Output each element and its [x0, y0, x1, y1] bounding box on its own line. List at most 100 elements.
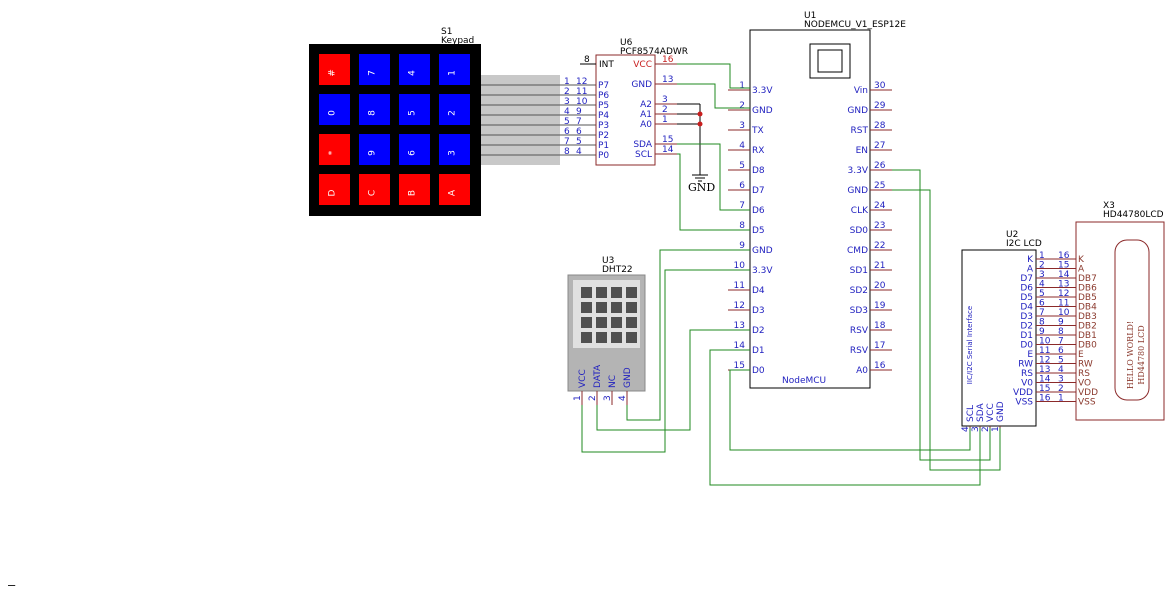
expander-name: PCF8574ADWR: [620, 47, 688, 57]
keypad-key: [439, 54, 470, 85]
lcd-pin-label: DB2: [1078, 322, 1097, 332]
keypad-pin-num: 5: [564, 117, 570, 127]
expander-pin-label: P2: [598, 131, 609, 141]
expander-int-num: 8: [584, 55, 590, 65]
nodemcu-pin-num: 19: [874, 301, 886, 311]
nodemcu-ref: U1: [804, 11, 816, 21]
lcd-pin-num: 10: [1058, 308, 1070, 318]
nodemcu-pin-label: D5: [752, 226, 765, 236]
keypad-key-label: 7: [368, 70, 378, 76]
keypad-key: [399, 54, 430, 85]
keypad-pin-num: 4: [564, 107, 570, 117]
lcd-pin-num: 6: [1058, 346, 1064, 356]
dht-pin-label: DATA: [593, 364, 603, 388]
keypad-key-label: C: [368, 190, 378, 196]
nodemcu-pin-num: 25: [874, 181, 885, 191]
i2c-pin-label: K: [1027, 255, 1034, 265]
dht-vent: [581, 302, 592, 313]
i2c-pin-label: V0: [1021, 379, 1033, 389]
dht-vent-grid: [581, 287, 637, 343]
keypad-key-label: #: [328, 69, 338, 77]
nodemcu-pin-num: 28: [874, 121, 886, 131]
junction-dot: [697, 111, 703, 117]
nodemcu-pin-label: D7: [752, 186, 765, 196]
i2c-pin-num: 2: [1039, 261, 1045, 271]
keypad-pin-num: 3: [564, 97, 570, 107]
dht-vent: [626, 302, 637, 313]
nodemcu-pin-label: D4: [752, 286, 765, 296]
nodemcu-pin-num: 3: [739, 121, 745, 131]
i2c-pin-num: 15: [1039, 384, 1050, 394]
expander-pin-num: 2: [662, 105, 668, 115]
keypad-ref: S1: [441, 27, 452, 37]
i2c-pin-label: A: [1027, 265, 1034, 275]
i2c-pin-label: D5: [1020, 293, 1033, 303]
wire-vcc: [677, 63, 750, 89]
lcd-pin-label: DB1: [1078, 331, 1097, 341]
i2c-pin-label: VSS: [1015, 398, 1033, 408]
keypad-key-label: B: [408, 190, 418, 196]
dht-pin-num: 4: [618, 395, 628, 401]
expander-pin-label: P6: [598, 91, 609, 101]
keypad-key-label: 4: [408, 70, 418, 76]
keypad-pin-num: 7: [564, 137, 570, 147]
i2c-pin-num: 1: [1039, 251, 1045, 261]
expander-pin-label: P1: [598, 141, 609, 151]
nodemcu-body: [749, 29, 871, 389]
dht-pin-num: 2: [588, 395, 598, 401]
nodemcu-pin-label: EN: [856, 146, 868, 156]
nodemcu-pin-num: 10: [734, 261, 746, 271]
expander-int-label: INT: [599, 60, 614, 70]
lcd-pin-label: DB7: [1078, 274, 1097, 284]
expander-pin-label: VCC: [633, 60, 652, 70]
expander-pin-label: P5: [598, 101, 609, 111]
i2c-bottom-pin-num: 1: [991, 426, 1001, 432]
keypad-key: [399, 134, 430, 165]
nodemcu-pin-num: 5: [739, 161, 745, 171]
i2c-pin-num: 8: [1039, 318, 1045, 328]
nodemcu-pin-label: SD2: [850, 286, 868, 296]
nodemcu-pin-num: 1: [739, 81, 745, 91]
i2c-pin-num: 7: [1039, 308, 1045, 318]
lcd-pin-label: RS: [1078, 369, 1090, 379]
nodemcu-pin-label: 3.3V: [848, 166, 869, 176]
expander-pin-label: A0: [640, 120, 652, 130]
cursor-mark: –: [8, 578, 16, 592]
lcd-pin-num: 7: [1058, 337, 1064, 347]
lcd-pin-label: DB3: [1078, 312, 1097, 322]
lcd-pin-num: 16: [1058, 251, 1070, 261]
keypad-pin-num: 6: [564, 127, 570, 137]
keypad-key: [319, 134, 350, 165]
dht-vent: [596, 317, 607, 328]
keypad-key-label: 0: [328, 110, 338, 116]
expander-pin-num: 6: [576, 127, 582, 137]
wire-i2c-gnd: [892, 189, 1001, 471]
expander-pin-num: 9: [576, 107, 582, 117]
expander-pin-num: 1: [662, 115, 668, 125]
i2c-pin-label: E: [1027, 350, 1033, 360]
lcd-pin-num: 9: [1058, 318, 1064, 328]
dht-pin-label: GND: [623, 367, 633, 388]
i2c-bottom-pin-label: VCC: [986, 403, 996, 422]
wire-dht-vcc: [581, 269, 750, 453]
nodemcu-pin-label: D6: [752, 206, 765, 216]
nodemcu-body-label: NodeMCU: [782, 376, 826, 386]
expander-pin-label: P7: [598, 81, 609, 91]
lcd-pin-num: 3: [1058, 375, 1064, 385]
expander-pin-num: 7: [576, 117, 582, 127]
dht-vent: [596, 332, 607, 343]
nodemcu-pin-label: Vin: [854, 86, 868, 96]
lcd-pin-label: E: [1078, 350, 1084, 360]
i2c-bottom-pin-num: 4: [961, 426, 971, 432]
nodemcu-pin-label: D0: [752, 366, 765, 376]
nodemcu-pin-label: GND: [752, 246, 773, 256]
keypad-key: [399, 94, 430, 125]
nodemcu-pin-label: TX: [751, 126, 764, 136]
expander-pin-num: 12: [576, 77, 587, 87]
lcd-pin-num: 14: [1058, 270, 1070, 280]
